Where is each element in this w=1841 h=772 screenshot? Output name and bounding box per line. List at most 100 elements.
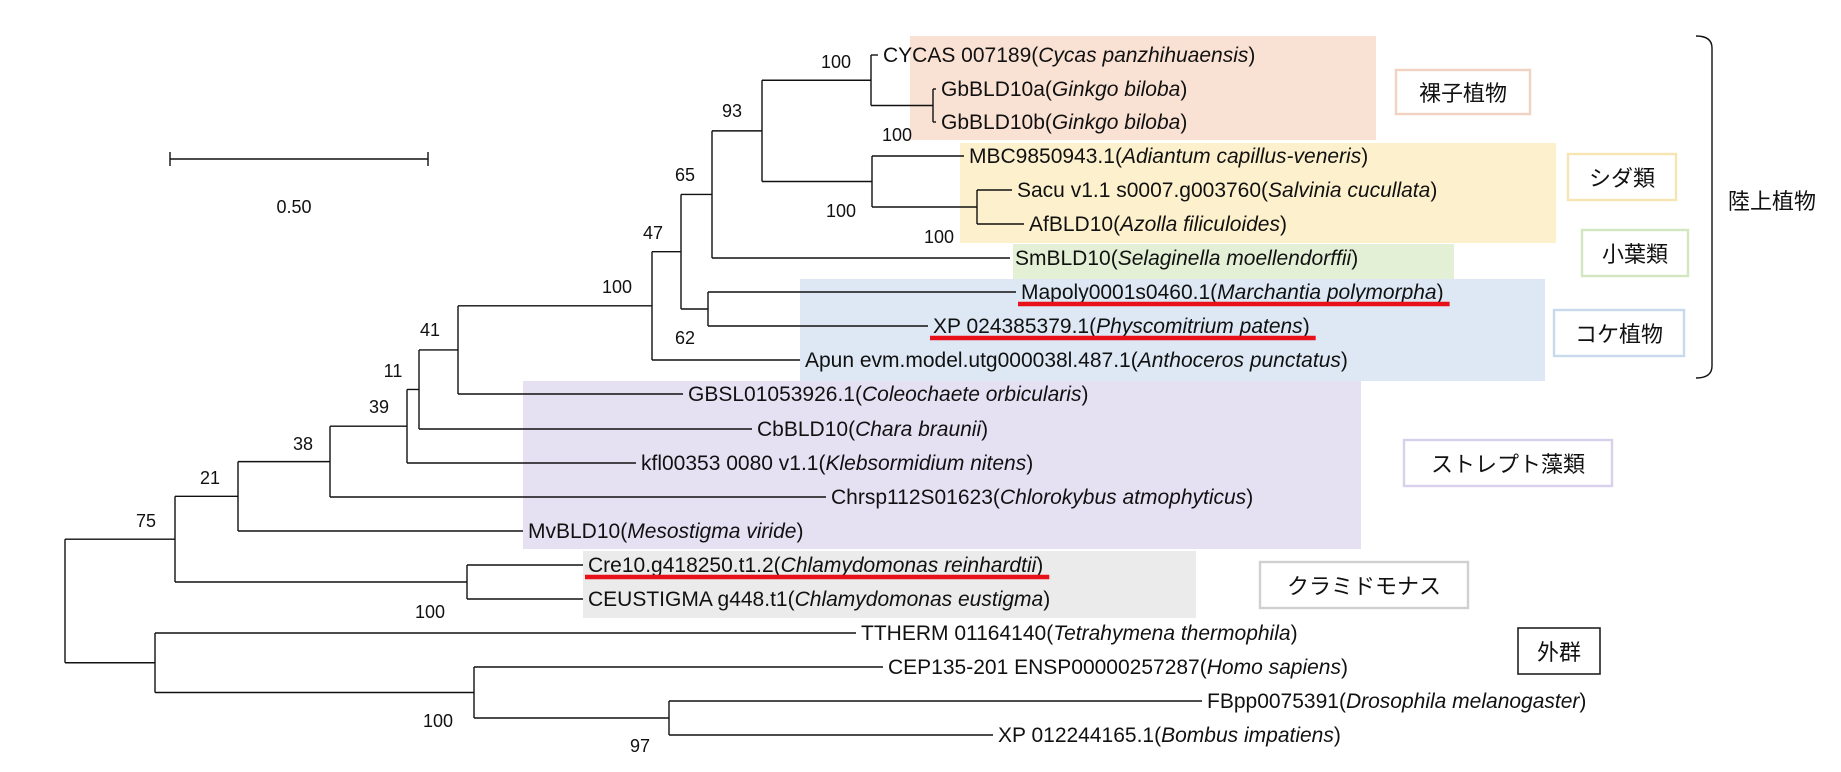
leaf-species-close: ) <box>981 418 988 441</box>
leaf-species: Drosophila melanogaster <box>1346 690 1580 713</box>
leaf-species-open: ( <box>848 418 855 441</box>
tree-branches <box>64 54 1202 736</box>
support-value: 100 <box>415 602 445 622</box>
leaf-species: Anthoceros punctatus <box>1136 349 1342 372</box>
leaf-species-close: ) <box>1303 315 1310 338</box>
support-value: 39 <box>369 397 389 417</box>
leaf-label: CbBLD10(Chara braunii) <box>757 418 988 441</box>
leaf-species-close: ) <box>1026 452 1033 475</box>
leaf-id: GBSL01053926.1 <box>688 383 855 406</box>
leaf-id: Sacu v1.1 s0007.g003760 <box>1017 179 1261 202</box>
leaf-species-open: ( <box>855 383 862 406</box>
leaf-id: AfBLD10 <box>1029 213 1113 236</box>
leaf-species-open: ( <box>1113 213 1120 236</box>
leaf-species-close: ) <box>1291 622 1298 645</box>
support-value: 100 <box>924 227 954 247</box>
leaf-species: Ginkgo biloba <box>1052 111 1180 134</box>
leaf-label: TTHERM 01164140(Tetrahymena thermophila) <box>861 622 1298 645</box>
group-box-streptophyte-algae <box>523 381 1361 549</box>
leaf-id: CYCAS 007189 <box>883 44 1031 67</box>
group-label-lycophytes: 小葉類 <box>1580 228 1690 278</box>
group-label-box <box>1566 152 1678 202</box>
group-box-lycophytes <box>1013 244 1454 280</box>
leaf-id: CEP135-201 ENSP00000257287 <box>888 656 1200 679</box>
support-value: 65 <box>675 165 695 185</box>
leaf-label: CYCAS 007189(Cycas panzhihuaensis) <box>883 44 1255 67</box>
leaf-label: XP 012244165.1(Bombus impatiens) <box>998 724 1341 747</box>
leaf-species-open: ( <box>993 486 1000 509</box>
group-label-outgroup: 外群 <box>1517 627 1601 675</box>
leaf-species-open: ( <box>1046 622 1053 645</box>
support-value: 100 <box>821 52 851 72</box>
leaf-species: Azolla filiculoides <box>1118 213 1280 236</box>
leaf-species-close: ) <box>1361 145 1368 168</box>
leaf-label: Apun evm.model.utg000038l.487.1(Anthocer… <box>805 349 1348 372</box>
leaf-species-open: ( <box>788 588 795 611</box>
leaf-label: GBSL01053926.1(Coleochaete orbicularis) <box>688 383 1088 406</box>
leaf-label: GbBLD10a(Ginkgo biloba) <box>941 78 1187 101</box>
leaf-id: MBC9850943.1 <box>969 145 1115 168</box>
leaf-species-open: ( <box>620 520 627 543</box>
group-label-ferns: シダ類 <box>1566 152 1678 202</box>
support-value: 93 <box>722 101 742 121</box>
leaf-id: Cre10.g418250.t1.2 <box>588 554 774 577</box>
leaf-species: Tetrahymena thermophila <box>1053 622 1290 645</box>
support-value: 47 <box>643 223 663 243</box>
group-label-box <box>1580 228 1690 278</box>
leaf-species-close: ) <box>1043 588 1050 611</box>
leaf-species-close: ) <box>1246 486 1253 509</box>
leaf-species-close: ) <box>796 520 803 543</box>
leaf-id: CbBLD10 <box>757 418 848 441</box>
leaf-id: GbBLD10b <box>941 111 1045 134</box>
support-value: 38 <box>293 434 313 454</box>
group-label-box <box>1258 560 1470 610</box>
group-label-box <box>1552 308 1686 358</box>
support-value: 97 <box>630 736 650 756</box>
leaf-species: Chlamydomonas eustigma <box>795 588 1044 611</box>
leaf-species: Physcomitrium patens <box>1096 315 1303 338</box>
leaf-label: SmBLD10(Selaginella moellendorffii) <box>1015 247 1358 270</box>
leaf-label: XP 024385379.1(Physcomitrium patens) <box>933 315 1310 338</box>
leaf-label: GbBLD10b(Ginkgo biloba) <box>941 111 1187 134</box>
group-label-text: 外群 <box>1537 641 1581 666</box>
leaf-label: Chrsp112S01623(Chlorokybus atmophyticus) <box>831 486 1253 509</box>
leaf-species-open: ( <box>1261 179 1268 202</box>
group-label-box <box>1517 627 1601 675</box>
group-label-box <box>1402 438 1614 488</box>
support-value: 100 <box>826 201 856 221</box>
leaf-species-open: ( <box>1045 111 1052 134</box>
leaf-species-open: ( <box>1031 44 1038 67</box>
leaf-species-close: ) <box>1437 281 1444 304</box>
leaf-species-open: ( <box>818 452 825 475</box>
leaf-id: TTHERM 01164140 <box>861 622 1046 645</box>
leaf-label: AfBLD10(Azolla filiculoides) <box>1029 213 1287 236</box>
leaf-label: FBpp0075391(Drosophila melanogaster) <box>1207 690 1586 713</box>
leaf-label: Mapoly0001s0460.1(Marchantia polymorpha) <box>1021 281 1444 304</box>
leaf-species-close: ) <box>1036 554 1043 577</box>
leaf-species-close: ) <box>1430 179 1437 202</box>
leaf-id: MvBLD10 <box>528 520 620 543</box>
leaf-id: Apun evm.model.utg000038l.487.1 <box>805 349 1131 372</box>
leaf-species-close: ) <box>1280 213 1287 236</box>
leaf-species: Mesostigma viride <box>627 520 796 543</box>
support-value: 41 <box>420 320 440 340</box>
group-label-text: 小葉類 <box>1602 243 1668 268</box>
group-box-chlamydomonas <box>583 551 1196 618</box>
group-label-text: 裸子植物 <box>1419 82 1507 107</box>
leaf-label: Sacu v1.1 s0007.g003760(Salvinia cuculla… <box>1017 179 1437 202</box>
support-value: 21 <box>200 468 220 488</box>
leaf-label: CEP135-201 ENSP00000257287(Homo sapiens) <box>888 656 1348 679</box>
group-label-box <box>1394 68 1532 116</box>
leaf-label: MvBLD10(Mesostigma viride) <box>528 520 803 543</box>
leaf-species: Bombus impatiens <box>1161 724 1334 747</box>
scale-bar: 0.50 <box>169 152 429 217</box>
leaf-species: Salvinia cucullata <box>1268 179 1430 202</box>
leaf-id: Chrsp112S01623 <box>831 486 993 509</box>
leaf-species: Homo sapiens <box>1207 656 1342 679</box>
leaf-species: Coleochaete orbicularis <box>862 383 1082 406</box>
group-label-streptophyte-algae: ストレプト藻類 <box>1402 438 1614 488</box>
leaf-id: GbBLD10a <box>941 78 1045 101</box>
group-label-text: クラミドモナス <box>1287 575 1441 600</box>
support-value: 100 <box>423 711 453 731</box>
